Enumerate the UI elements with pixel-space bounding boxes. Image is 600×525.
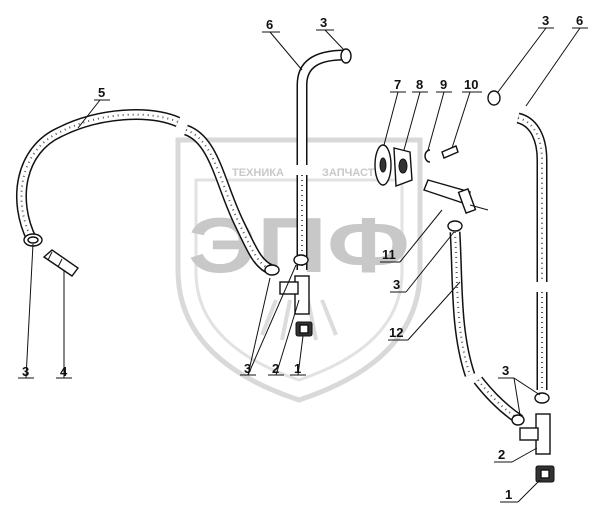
- left-fitting: [42, 249, 79, 277]
- left-clamp: [23, 233, 43, 247]
- callout-6: 3: [320, 15, 327, 30]
- leader-lines: [18, 27, 588, 503]
- callout-2: 4: [60, 364, 68, 379]
- callout-4: 3: [244, 361, 251, 376]
- callout-7: 2: [272, 361, 279, 376]
- callout-13: 11: [382, 247, 396, 262]
- callout-11: 9: [440, 77, 447, 92]
- hose-5: [15, 109, 275, 276]
- callout-5: 6: [266, 17, 273, 32]
- right-tee: [519, 413, 551, 455]
- callout-8: 1: [294, 361, 301, 376]
- gasket-7: [374, 144, 392, 186]
- fitting-11: [423, 179, 489, 214]
- hose-12: [447, 220, 524, 425]
- bolt-10: [441, 145, 459, 159]
- center-tee: [279, 275, 310, 315]
- callout-14: 3: [393, 277, 400, 292]
- callout-10: 8: [416, 77, 423, 92]
- center-nut: [295, 321, 313, 337]
- watermark-text-1: ТЕХНИКА: [232, 167, 284, 179]
- callout-16: 3: [542, 13, 549, 28]
- right-clamp: [511, 392, 550, 426]
- pipe-6-right: [487, 90, 548, 390]
- callout-3: 5: [98, 85, 105, 100]
- callout-18: 3: [502, 363, 509, 378]
- callout-15: 12: [389, 325, 403, 340]
- center-clamp: [264, 254, 309, 276]
- watermark-text-2: ЗАПЧАСТИ: [322, 167, 382, 179]
- flange-8: [393, 147, 413, 187]
- washer-9: [424, 149, 431, 163]
- watermark-shield: [175, 137, 423, 403]
- callout-20: 1: [505, 487, 512, 502]
- callout-9: 7: [394, 77, 401, 92]
- callout-19: 2: [498, 447, 505, 462]
- callout-1: 3: [22, 364, 29, 379]
- watermark-shield-inner: [194, 178, 404, 382]
- right-nut: [535, 465, 555, 483]
- callout-labels: 3 4 5 3 6 3 2 1 7 8 9 10 11 3 12 3 6 3 2…: [22, 13, 583, 502]
- callout-12: 10: [464, 77, 478, 92]
- callout-17: 6: [576, 13, 583, 28]
- pipe-6-center: [296, 48, 352, 270]
